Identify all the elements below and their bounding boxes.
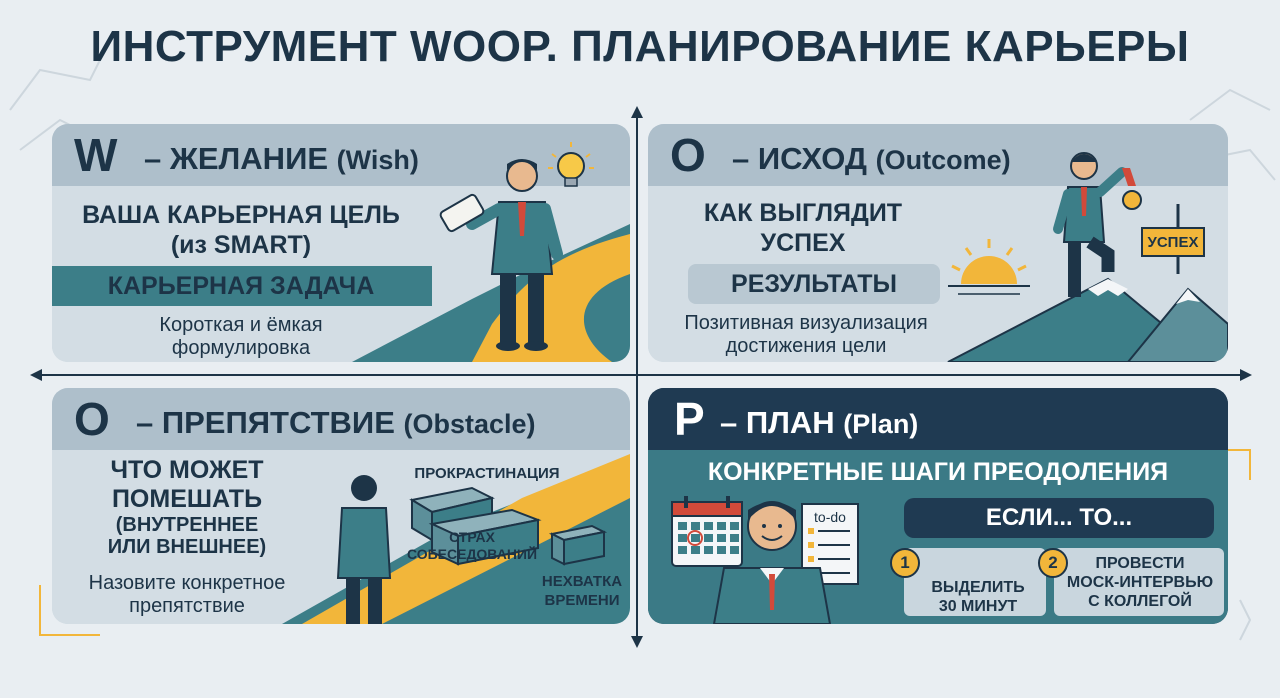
wish-heading-ru: – ЖЕЛАНИЕ xyxy=(144,141,329,176)
step-2-line: С КОЛЛЕГОЙ xyxy=(1088,593,1192,610)
wish-main-text: ВАША КАРЬЕРНАЯ ЦЕЛЬ (из SMART) xyxy=(52,200,430,260)
outcome-main-text: КАК ВЫГЛЯДИТ УСПЕХ xyxy=(648,198,958,258)
block-label-fear: СТРАХ СОБЕСЕДОВАНИЙ xyxy=(402,529,542,563)
plan-panel: P – ПЛАН (Plan) КОНКРЕТНЫЕ ШАГИ ПРЕОДОЛЕ… xyxy=(648,388,1228,624)
wish-note-line: Короткая и ёмкая xyxy=(159,314,323,336)
plan-header xyxy=(648,388,1228,450)
wish-main-line: (из SMART) xyxy=(170,231,312,259)
man-from-behind-figure xyxy=(336,475,392,624)
outcome-note-line: достижения цели xyxy=(725,335,887,357)
outcome-note: Позитивная визуализация достижения цели xyxy=(648,312,964,358)
success-sign xyxy=(1141,204,1205,274)
plan-illustration xyxy=(671,496,1038,624)
plan-steps-title: КОНКРЕТНЫЕ ШАГИ ПРЕОДОЛЕНИЯ xyxy=(707,458,1169,486)
step-2-badge: 2 xyxy=(1038,548,1068,578)
smiling-businessman-figure xyxy=(712,501,832,624)
success-sign-label: УСПЕХ xyxy=(1147,234,1199,251)
plan-step-1-box xyxy=(904,548,1046,616)
outcome-main-line: КАК ВЫГЛЯДИТ xyxy=(703,199,903,227)
plan-heading: – ПЛАН (Plan) xyxy=(720,405,918,441)
wish-band-text: КАРЬЕРНАЯ ЗАДАЧА xyxy=(107,272,375,300)
block-label-time: НЕХВАТКА ВРЕМЕНИ xyxy=(534,572,630,610)
obstacle-heading-ru: – ПРЕПЯТСТВИЕ xyxy=(136,405,395,440)
outcome-main-line: УСПЕХ xyxy=(760,229,846,257)
plan-step-2-box xyxy=(1054,548,1224,616)
wish-letter: W xyxy=(74,129,118,181)
todo-label: to-do xyxy=(814,509,846,525)
block-label-line: СТРАХ xyxy=(449,529,495,545)
step-1-text: ВЫДЕЛИТЬ 30 МИНУТ xyxy=(910,578,1046,616)
obstacle-road-illustration xyxy=(282,454,630,624)
lightbulb-icon xyxy=(548,142,594,187)
wish-note-line: формулировка xyxy=(171,337,311,359)
wish-note: Короткая и ёмкая формулировка xyxy=(52,314,430,360)
outcome-letter: O xyxy=(670,129,706,181)
obstacle-heading: – ПРЕПЯТСТВИЕ (Obstacle) xyxy=(136,405,536,441)
wish-heading-en: (Wish) xyxy=(336,145,419,175)
step-2-line: МОСК-ИНТЕРВЬЮ xyxy=(1066,574,1214,591)
plan-heading-ru: – ПЛАН xyxy=(720,405,835,440)
block-label-line: НЕХВАТКА xyxy=(541,573,623,590)
businessman-on-peak-figure xyxy=(1053,152,1127,297)
obstacle-main-text: ЧТО МОЖЕТ ПОМЕШАТЬ (ВНУТРЕННЕЕ ИЛИ ВНЕШН… xyxy=(62,456,312,558)
outcome-heading: – ИСХОД (Outcome) xyxy=(732,141,1011,177)
wish-main-line: ВАША КАРЬЕРНАЯ ЦЕЛЬ xyxy=(82,201,400,229)
obstacle-note-line: препятствие xyxy=(129,595,245,617)
outcome-heading-en: (Outcome) xyxy=(875,145,1011,175)
wish-band xyxy=(52,266,432,306)
outcome-heading-ru: – ИСХОД xyxy=(732,141,868,176)
medal-icon xyxy=(1122,168,1142,210)
outcome-note-line: Позитивная визуализация xyxy=(684,312,928,334)
businessman-figure xyxy=(439,159,563,351)
obstacle-blocks xyxy=(409,486,608,566)
sun-icon xyxy=(948,239,1030,295)
obstacle-main-line: ИЛИ ВНЕШНЕЕ) xyxy=(107,536,267,558)
wish-panel: W – ЖЕЛАНИЕ (Wish) ВАША КАРЬЕРНАЯ ЦЕЛЬ (… xyxy=(52,124,630,362)
plan-heading-en: (Plan) xyxy=(843,409,919,439)
calendar-icon xyxy=(671,496,743,567)
obstacle-heading-en: (Obstacle) xyxy=(403,409,536,439)
obstacle-main-line: ЧТО МОЖЕТ xyxy=(110,456,264,484)
obstacle-main-line: (ВНУТРЕННЕЕ xyxy=(115,514,259,536)
outcome-mountain-illustration xyxy=(947,152,1228,362)
plan-letter: P xyxy=(674,393,705,445)
block-label-procrastination: ПРОКРАСТИНАЦИЯ xyxy=(414,465,560,482)
wish-road-illustration xyxy=(352,142,630,362)
step-1-badge: 1 xyxy=(890,548,920,578)
step-2-line: ПРОВЕСТИ xyxy=(1095,555,1185,572)
step-1-line: ВЫДЕЛИТЬ xyxy=(931,579,1025,596)
wish-heading: – ЖЕЛАНИЕ (Wish) xyxy=(144,141,419,177)
obstacle-main-line: ПОМЕШАТЬ xyxy=(111,485,263,513)
outcome-results-pill: РЕЗУЛЬТАТЫ xyxy=(688,264,940,304)
obstacle-note-line: Назовите конкретное xyxy=(88,572,286,594)
block-label-line: СОБЕСЕДОВАНИЙ xyxy=(406,546,538,562)
obstacle-header xyxy=(52,388,630,450)
step-1-line: 30 МИНУТ xyxy=(938,598,1018,615)
block-label-line: ВРЕМЕНИ xyxy=(544,592,620,609)
step-2-text: ПРОВЕСТИ МОСК-ИНТЕРВЬЮ С КОЛЛЕГОЙ xyxy=(1054,554,1226,611)
obstacle-letter: O xyxy=(74,393,110,445)
if-then-label: ЕСЛИ... ТО... xyxy=(904,498,1214,538)
obstacle-panel: O – ПРЕПЯТСТВИЕ (Obstacle) ЧТО МОЖЕТ ПОМ… xyxy=(52,388,630,624)
page-title: ИНСТРУМЕНТ WOOP. ПЛАНИРОВАНИЕ КАРЬЕРЫ xyxy=(90,22,1190,71)
outcome-panel: O – ИСХОД (Outcome) КАК ВЫГЛЯДИТ УСПЕХ Р… xyxy=(648,124,1228,362)
obstacle-note: Назовите конкретное препятствие xyxy=(62,572,312,618)
